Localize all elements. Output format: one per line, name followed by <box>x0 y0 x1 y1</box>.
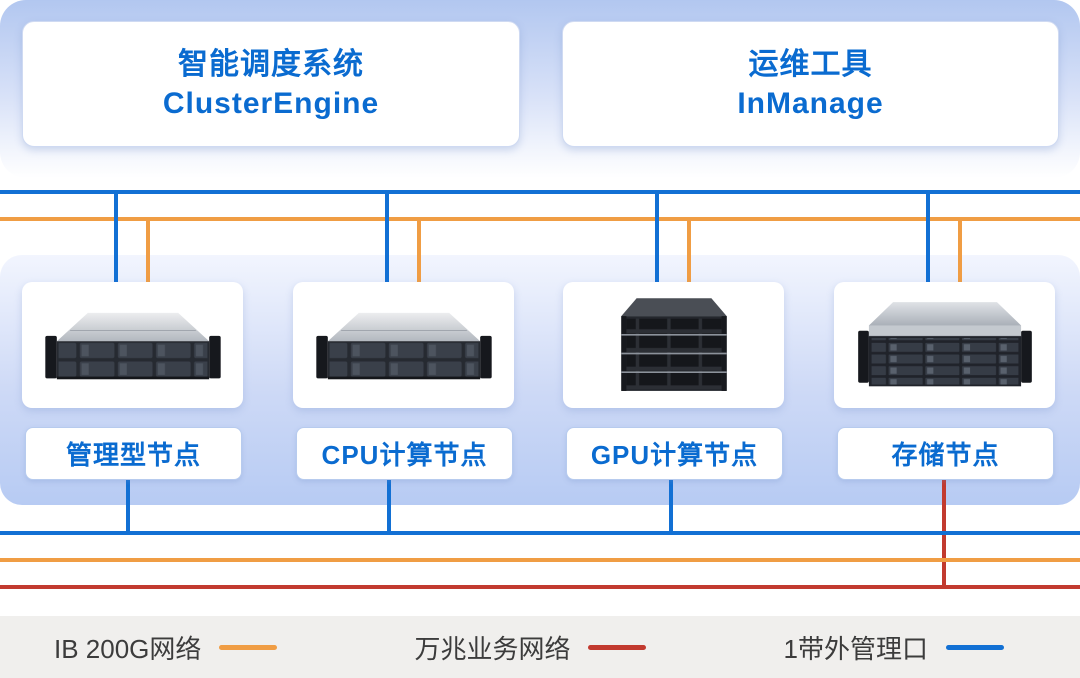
storage-server-4u-image <box>857 302 1032 387</box>
gpu-node-label: GPU计算节点 <box>566 427 783 480</box>
bottom-drop-node3-blue <box>669 478 673 534</box>
management-node-label: 管理型节点 <box>25 427 242 480</box>
storage-node-label: 存储节点 <box>837 427 1054 480</box>
rack-server-2u-image <box>315 313 492 380</box>
management-node-label-text: 管理型节点 <box>65 440 201 470</box>
inmanage-box: 运维工具 InManage <box>562 21 1059 147</box>
business-network-hline-bottom <box>0 585 1080 589</box>
rack-server-2u-image <box>44 313 221 380</box>
management-network-hline-top <box>0 190 1080 194</box>
cpu-node-label: CPU计算节点 <box>296 427 513 480</box>
legend-swatch-management-port <box>945 644 1004 650</box>
ib-network-hline-top <box>0 217 1080 221</box>
cpu-node-label-text: CPU计算节点 <box>321 440 488 470</box>
bottom-drop-node2-blue <box>387 478 391 534</box>
cluster-engine-box: 智能调度系统 ClusterEngine <box>22 21 520 147</box>
gpu-server-chassis-image <box>620 298 727 391</box>
legend: IB 200G网络 万兆业务网络 1带外管理口 <box>0 616 1080 678</box>
legend-item-management-port: 1带外管理口 <box>784 629 1004 666</box>
gpu-node-image-box <box>563 282 784 408</box>
management-port-drop-node4 <box>926 190 930 282</box>
management-port-drop-node2 <box>385 190 389 282</box>
management-port-drop-node1 <box>114 190 118 282</box>
legend-swatch-business-network <box>588 644 647 650</box>
cpu-node-image-box <box>293 282 514 408</box>
storage-node-image-box <box>834 282 1055 408</box>
cluster-engine-title-zh: 智能调度系统 <box>178 48 364 81</box>
legend-item-ib-network: IB 200G网络 <box>54 629 278 666</box>
management-port-drop-node3 <box>655 190 659 282</box>
inmanage-title-zh: 运维工具 <box>748 48 873 81</box>
legend-swatch-ib-network <box>219 644 278 650</box>
management-network-hline-bottom <box>0 531 1080 535</box>
ib-network-drop-node4 <box>958 217 962 282</box>
ib-network-drop-node2 <box>417 217 421 282</box>
ib-network-drop-node3 <box>687 217 691 282</box>
ib-network-hline-bottom <box>0 558 1080 562</box>
gpu-node-label-text: GPU计算节点 <box>590 440 759 470</box>
inmanage-title-en: InManage <box>737 87 884 120</box>
management-node-image-box <box>22 282 243 408</box>
ib-network-drop-node1 <box>146 217 150 282</box>
storage-node-label-text: 存储节点 <box>891 440 1000 470</box>
legend-label-management-port: 1带外管理口 <box>783 633 928 664</box>
legend-label-ib-network: IB 200G网络 <box>54 633 202 664</box>
legend-item-business-network: 万兆业务网络 <box>414 629 647 666</box>
legend-label-business-network: 万兆业务网络 <box>414 633 571 664</box>
bottom-drop-node1-blue <box>126 478 130 534</box>
cluster-engine-title-en: ClusterEngine <box>162 87 380 120</box>
